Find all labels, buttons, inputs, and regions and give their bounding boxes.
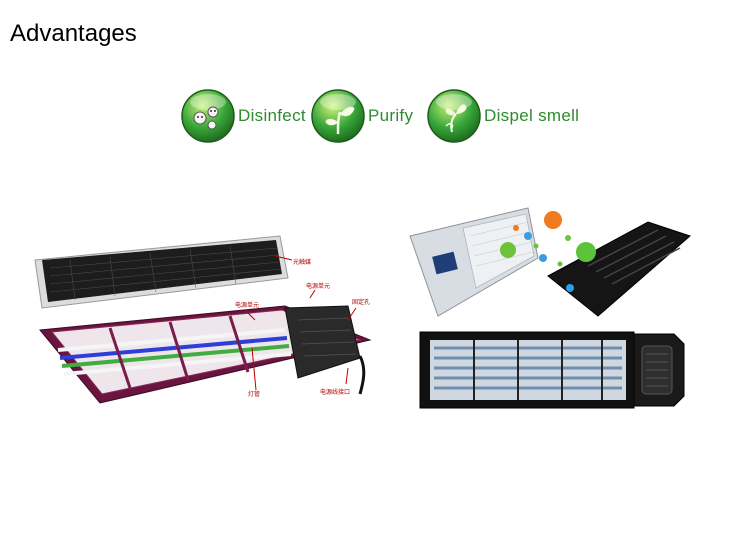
uv-tube-green: [61, 344, 290, 368]
uv-tube: [57, 328, 286, 352]
callout-label: 光触媒: [293, 258, 311, 266]
flower-icon: [427, 89, 481, 143]
molecule-sphere-green: [576, 242, 596, 262]
sprout-icon: [311, 89, 365, 143]
advantage-dispel-smell: Dispel smell: [426, 88, 579, 144]
advantage-disinfect: Disinfect: [180, 88, 306, 144]
molecule-sphere-blue: [539, 254, 547, 262]
molecule-sphere-green: [533, 243, 539, 249]
molecule-sphere-orange: [513, 225, 519, 231]
callout-label: 灯管: [248, 390, 260, 398]
molecule-sphere-blue: [524, 232, 532, 240]
uv-tube-blue: [59, 336, 288, 360]
page-title: Advantages: [10, 20, 137, 47]
control-screen: [432, 251, 458, 275]
status-light: [566, 284, 574, 292]
molecule-sphere-orange: [544, 211, 562, 229]
molecule-sphere-green: [565, 235, 571, 241]
exploded-module-diagram: 光触媒 电源单元 电源单元 固定孔 电源线接口 灯管: [34, 235, 372, 404]
power-cable: [358, 355, 366, 395]
molecule-sphere-green: [557, 261, 563, 267]
callout-label: 电源单元: [306, 282, 330, 290]
advantage-purify: Purify: [310, 88, 413, 144]
callout-label: 固定孔: [352, 298, 370, 306]
advantage-label: Dispel smell: [484, 106, 580, 125]
advantage-label: Disinfect: [238, 106, 306, 125]
molecule-sphere-green: [500, 242, 516, 258]
virus-icon: [181, 89, 235, 143]
filter-mesh: [42, 240, 282, 302]
advantage-label: Purify: [368, 106, 414, 125]
purifier-product-render: [409, 207, 691, 317]
purifier-top-view: [419, 331, 685, 409]
purifier-unit-black: [547, 221, 691, 317]
callout-label: 电源线接口: [320, 388, 350, 396]
callout-label: 电源单元: [235, 301, 259, 309]
